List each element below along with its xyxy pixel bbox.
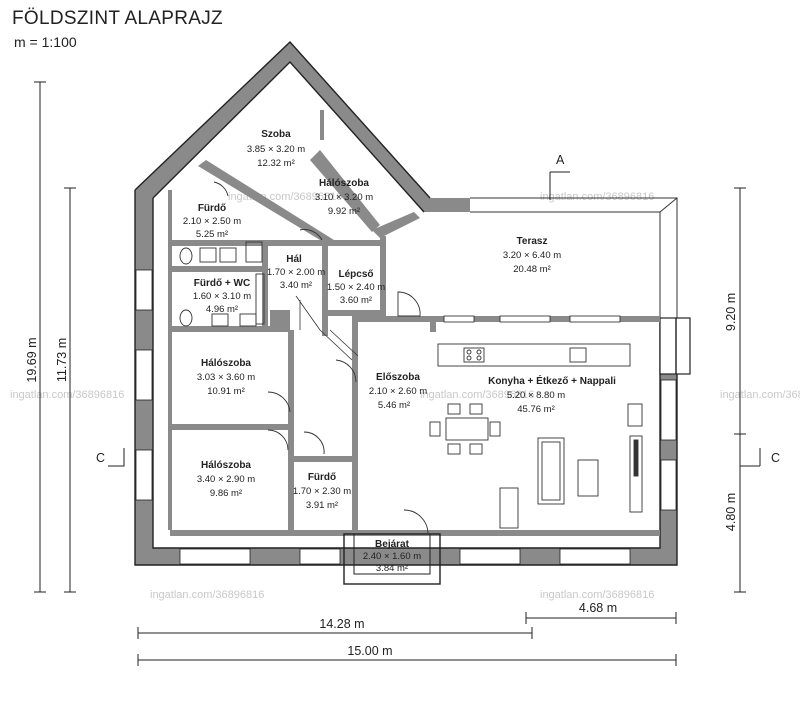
room-lepcso: Lépcső 1.50 × 2.40 m 3.60 m²	[327, 269, 385, 306]
svg-text:3.60 m²: 3.60 m²	[340, 295, 372, 306]
room-furdo-wc: Fürdő + WC 1.60 × 3.10 m 4.96 m²	[193, 278, 251, 315]
outer-walls	[134, 40, 678, 566]
scale-label: m = 1:100	[14, 34, 77, 50]
svg-text:3.85 × 3.20 m: 3.85 × 3.20 m	[247, 144, 305, 155]
bathroom-fixtures	[179, 241, 265, 327]
room-szoba: Szoba 3.85 × 3.20 m 12.32 m²	[247, 129, 305, 169]
dimension-lines	[34, 81, 746, 666]
section-c-right-label: C	[771, 451, 780, 465]
windows	[135, 269, 677, 565]
svg-text:Szoba: Szoba	[261, 129, 291, 140]
watermark-5: ingatlan.com/36896816	[720, 389, 800, 401]
svg-text:3.03 × 3.60 m: 3.03 × 3.60 m	[197, 372, 255, 383]
watermark-2: ingatlan.com/36896816	[540, 191, 654, 203]
svg-text:5.25 m²: 5.25 m²	[196, 229, 228, 240]
svg-text:Előszoba: Előszoba	[376, 372, 420, 383]
svg-text:1.60 × 3.10 m: 1.60 × 3.10 m	[193, 291, 251, 302]
svg-text:45.76 m²: 45.76 m²	[517, 404, 555, 415]
room-bejarat: Bejárat 2.40 × 1.60 m 3.84 m²	[363, 539, 421, 574]
watermark-4: ingatlan.com/36896816	[420, 389, 534, 401]
svg-text:4.96 m²: 4.96 m²	[206, 304, 238, 315]
svg-text:3.91 m²: 3.91 m²	[306, 500, 338, 511]
room-furdo-top: Fürdő 2.10 × 2.50 m 5.25 m²	[183, 203, 241, 240]
svg-text:Konyha + Étkező + Nappali: Konyha + Étkező + Nappali	[488, 374, 616, 387]
room-haloszoba-mid: Hálószoba 3.03 × 3.60 m 10.91 m²	[197, 358, 255, 397]
svg-text:Hálószoba: Hálószoba	[319, 178, 369, 189]
stairs	[295, 295, 359, 361]
svg-text:3.40 × 2.90 m: 3.40 × 2.90 m	[197, 474, 255, 485]
svg-text:Hál: Hál	[286, 254, 302, 265]
svg-text:1.70 × 2.30 m: 1.70 × 2.30 m	[293, 486, 351, 497]
room-furdo-bot: Fürdő 1.70 × 2.30 m 3.91 m²	[293, 472, 351, 511]
room-labels: Szoba 3.85 × 3.20 m 12.32 m² Hálószoba 3…	[183, 129, 616, 574]
dim-14-28: 14.28 m	[319, 617, 364, 631]
dim-4-80: 4.80 m	[724, 493, 738, 531]
svg-text:9.86 m²: 9.86 m²	[210, 488, 242, 499]
svg-text:1.50 × 2.40 m: 1.50 × 2.40 m	[327, 282, 385, 293]
doors	[213, 181, 429, 535]
dim-4-68: 4.68 m	[579, 601, 617, 615]
room-haloszoba-top: Hálószoba 3.10 × 3.20 m 9.92 m²	[315, 178, 373, 217]
svg-text:2.10 × 2.60 m: 2.10 × 2.60 m	[369, 386, 427, 397]
svg-text:Fürdő: Fürdő	[198, 203, 226, 214]
svg-text:12.32 m²: 12.32 m²	[257, 158, 295, 169]
section-marks	[108, 171, 761, 467]
svg-text:Hálószoba: Hálószoba	[201, 358, 251, 369]
svg-text:Fürdő + WC: Fürdő + WC	[194, 278, 250, 289]
dim-11-73: 11.73 m	[55, 338, 69, 382]
svg-text:5.46 m²: 5.46 m²	[378, 400, 410, 411]
svg-text:3.40 m²: 3.40 m²	[280, 280, 312, 291]
svg-text:3.10 × 3.20 m: 3.10 × 3.20 m	[315, 192, 373, 203]
svg-text:1.70 × 2.00 m: 1.70 × 2.00 m	[267, 267, 325, 278]
watermark-3: ingatlan.com/36896816	[10, 389, 124, 401]
svg-text:Lépcső: Lépcső	[338, 269, 373, 280]
kitchen-furniture	[429, 343, 643, 529]
room-hal: Hál 1.70 × 2.00 m 3.40 m²	[267, 254, 325, 291]
svg-text:3.20 × 6.40 m: 3.20 × 6.40 m	[503, 250, 561, 261]
dim-19-69: 19.69 m	[25, 337, 39, 382]
section-a-label: A	[556, 153, 565, 167]
dim-9-20: 9.20 m	[724, 293, 738, 331]
room-konyha: Konyha + Étkező + Nappali 5.20 × 8.80 m …	[488, 374, 616, 415]
room-eloszoba: Előszoba 2.10 × 2.60 m 5.46 m²	[369, 372, 427, 411]
svg-text:2.40 × 1.60 m: 2.40 × 1.60 m	[363, 551, 421, 562]
dim-15-00: 15.00 m	[347, 644, 392, 658]
page-title: FÖLDSZINT ALAPRAJZ	[12, 8, 223, 29]
svg-text:10.91 m²: 10.91 m²	[207, 386, 245, 397]
svg-text:2.10 × 2.50 m: 2.10 × 2.50 m	[183, 216, 241, 227]
svg-text:3.84 m²: 3.84 m²	[376, 563, 408, 574]
svg-text:5.20 × 8.80 m: 5.20 × 8.80 m	[507, 390, 565, 401]
section-c-left-label: C	[96, 451, 105, 465]
svg-text:9.92 m²: 9.92 m²	[328, 206, 360, 217]
svg-text:20.48 m²: 20.48 m²	[513, 264, 551, 275]
svg-text:Terasz: Terasz	[517, 236, 548, 247]
terrace-outline	[470, 197, 691, 375]
room-haloszoba-bot: Hálószoba 3.40 × 2.90 m 9.86 m²	[197, 460, 255, 499]
svg-text:Bejárat: Bejárat	[375, 539, 410, 550]
watermark-6: ingatlan.com/36896816	[150, 589, 264, 601]
watermark-7: ingatlan.com/36896816	[540, 589, 654, 601]
entry-porch	[343, 533, 441, 585]
svg-text:Fürdő: Fürdő	[308, 472, 336, 483]
room-terasz: Terasz 3.20 × 6.40 m 20.48 m²	[503, 236, 561, 275]
interior-walls	[168, 110, 660, 536]
svg-text:Hálószoba: Hálószoba	[201, 460, 251, 471]
